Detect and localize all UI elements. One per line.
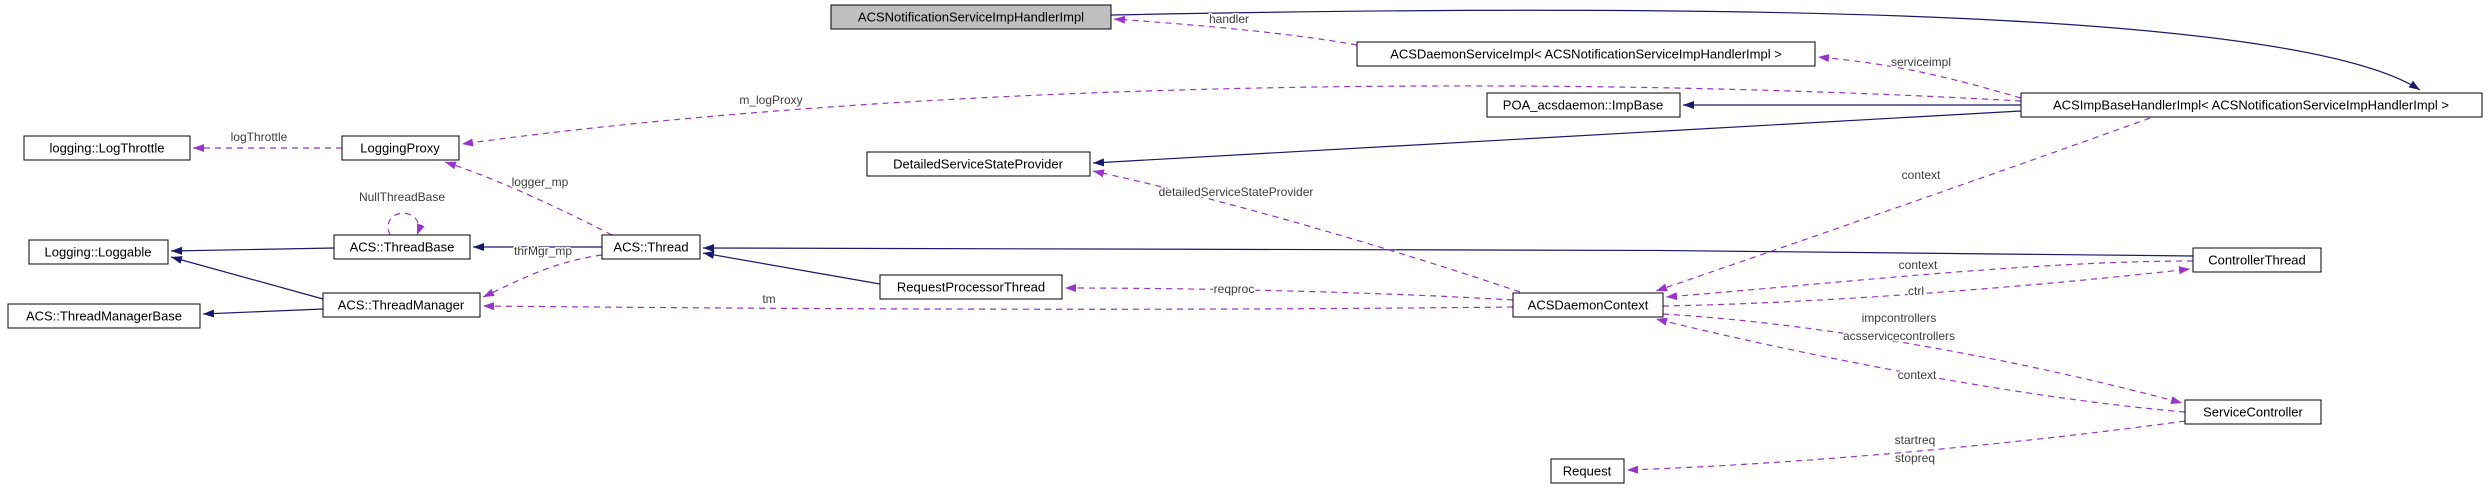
edge-label-thrmgr-mp: thrMgr_mp bbox=[514, 244, 572, 258]
edge-usage-detailedservicestateprovider bbox=[1092, 169, 1521, 293]
edge-inherit-threadmanager-to-loggable bbox=[170, 256, 324, 300]
edge-inherit-main-to-impbasehandler bbox=[1110, 9, 2421, 91]
node-detailedservicestateprovider[interactable]: DetailedServiceStateProvider bbox=[866, 151, 1091, 177]
node-loggingproxy-box[interactable] bbox=[341, 135, 460, 161]
node-acsdaemonserviceimpl[interactable]: ACSDaemonServiceImpl< ACSNotificationSer… bbox=[1356, 41, 1816, 67]
node-controllerthread-label: ControllerThread bbox=[2208, 253, 2306, 268]
node-main: ACSNotificationServiceImpHandlerImpl bbox=[830, 4, 1112, 30]
node-acsdaemonserviceimpl-box[interactable] bbox=[1356, 41, 1816, 67]
node-acsimpbasehandlerimpl-label: ACSImpBaseHandlerImpl< ACSNotificationSe… bbox=[2053, 98, 2449, 113]
node-logging-logthrottle[interactable]: logging::LogThrottle bbox=[23, 135, 191, 161]
node-logging-loggable-label: Logging::Loggable bbox=[45, 245, 152, 260]
usage-edges bbox=[193, 15, 2194, 474]
node-acs-thread[interactable]: ACS::Thread bbox=[601, 234, 701, 260]
edge-usage-context-servicecontroller bbox=[1655, 317, 2186, 413]
edge-label-context-bottom: context bbox=[1898, 368, 1937, 382]
edge-label-nullthreadbase: NullThreadBase bbox=[359, 190, 445, 204]
node-main-box bbox=[830, 4, 1112, 30]
node-acs-threadbase-label: ACS::ThreadBase bbox=[350, 240, 455, 255]
nodes: ACSNotificationServiceImpHandlerImpl ACS… bbox=[7, 4, 2483, 484]
node-acsdaemoncontext[interactable]: ACSDaemonContext bbox=[1512, 292, 1664, 318]
node-request[interactable]: Request bbox=[1550, 458, 1625, 484]
node-acsimpbasehandlerimpl[interactable]: ACSImpBaseHandlerImpl< ACSNotificationSe… bbox=[2020, 92, 2483, 118]
edge-usage-m-logproxy bbox=[461, 85, 2022, 147]
node-acsdaemoncontext-label: ACSDaemonContext bbox=[1528, 298, 1649, 313]
node-detailedservicestateprovider-label: DetailedServiceStateProvider bbox=[893, 157, 1063, 172]
node-detailedservicestateprovider-box[interactable] bbox=[866, 151, 1091, 177]
node-logging-loggable-box[interactable] bbox=[28, 239, 169, 265]
node-logging-loggable[interactable]: Logging::Loggable bbox=[28, 239, 169, 265]
edge-label-context-top: context bbox=[1902, 168, 1941, 182]
node-acsdaemoncontext-box[interactable] bbox=[1512, 292, 1664, 318]
node-controllerthread-box[interactable] bbox=[2192, 247, 2322, 273]
edge-label-tm: tm bbox=[762, 292, 775, 306]
node-servicecontroller-box[interactable] bbox=[2184, 399, 2322, 425]
node-loggingproxy[interactable]: LoggingProxy bbox=[341, 135, 460, 161]
edge-inherit-controllerthread-to-thread bbox=[702, 243, 2194, 257]
edge-inherit-threadmanager-to-threadmanagerbase bbox=[202, 308, 324, 318]
node-acs-threadbase[interactable]: ACS::ThreadBase bbox=[333, 234, 471, 260]
edge-label-detailedservicestateprovider: detailedServiceStateProvider bbox=[1159, 185, 1314, 199]
edge-usage-impcontrollers bbox=[1662, 313, 2183, 404]
edge-label-context-mid: context bbox=[1899, 258, 1938, 272]
node-servicecontroller[interactable]: ServiceController bbox=[2184, 399, 2322, 425]
edge-label-stopreq: stopreq bbox=[1895, 451, 1935, 465]
node-poa-acsdaemon-impbase[interactable]: POA_acsdaemon::ImpBase bbox=[1486, 92, 1681, 118]
edge-usage-tm bbox=[482, 302, 1514, 311]
node-requestprocessorthread-box[interactable] bbox=[879, 274, 1063, 300]
node-request-label: Request bbox=[1563, 464, 1612, 479]
edge-label-acsservicecontrollers: acsservicecontrollers bbox=[1843, 329, 1955, 343]
edge-label-logger-mp: logger_mp bbox=[512, 175, 569, 189]
node-acs-thread-box[interactable] bbox=[601, 234, 701, 260]
inheritance-edges bbox=[170, 9, 2421, 318]
edge-labels: handler serviceimpl m_logProxy logThrott… bbox=[229, 11, 1956, 467]
node-acs-threadmanagerbase[interactable]: ACS::ThreadManagerBase bbox=[7, 303, 201, 329]
node-request-box[interactable] bbox=[1550, 458, 1625, 484]
node-acs-threadmanagerbase-label: ACS::ThreadManagerBase bbox=[26, 309, 182, 324]
edge-inherit-threadbase-to-loggable bbox=[170, 246, 335, 255]
edge-label-startreq: startreq bbox=[1895, 433, 1936, 447]
node-acs-threadmanager-label: ACS::ThreadManager bbox=[338, 298, 465, 313]
node-logging-logthrottle-label: logging::LogThrottle bbox=[50, 141, 165, 156]
node-requestprocessorthread[interactable]: RequestProcessorThread bbox=[879, 274, 1063, 300]
node-acsimpbasehandlerimpl-box[interactable] bbox=[2020, 92, 2483, 118]
edge-usage-logger-mp bbox=[444, 161, 613, 236]
node-main-label: ACSNotificationServiceImpHandlerImpl bbox=[858, 10, 1084, 25]
node-controllerthread[interactable]: ControllerThread bbox=[2192, 247, 2322, 273]
edge-usage-thrmgr-mp bbox=[482, 254, 603, 298]
node-requestprocessorthread-label: RequestProcessorThread bbox=[897, 280, 1045, 295]
node-servicecontroller-label: ServiceController bbox=[2203, 405, 2303, 420]
edge-label-impcontrollers: impcontrollers bbox=[1862, 311, 1937, 325]
node-acs-threadmanagerbase-box[interactable] bbox=[7, 303, 201, 329]
edge-usage-serviceimpl bbox=[1817, 54, 2022, 99]
edge-label-serviceimpl: serviceimpl bbox=[1891, 55, 1951, 69]
edge-usage-handler bbox=[1113, 15, 1358, 46]
edge-label-handler: handler bbox=[1209, 12, 1249, 26]
edge-usage-nullthreadbase-selfloop bbox=[387, 212, 425, 236]
node-acsdaemonserviceimpl-label: ACSDaemonServiceImpl< ACSNotificationSer… bbox=[1390, 47, 1782, 62]
edge-usage-reqproc bbox=[1064, 284, 1514, 301]
edge-label-ctrl: ctrl bbox=[1908, 284, 1924, 298]
edge-inherit-requestprocessorthread-to-thread bbox=[702, 250, 881, 285]
edge-usage-context-controllerthread bbox=[1665, 260, 2194, 301]
edge-label-logthrottle: logThrottle bbox=[231, 130, 288, 144]
edge-usage-ctrl bbox=[1662, 266, 2191, 307]
node-loggingproxy-label: LoggingProxy bbox=[360, 141, 440, 156]
node-logging-logthrottle-box[interactable] bbox=[23, 135, 191, 161]
node-poa-acsdaemon-impbase-box[interactable] bbox=[1486, 92, 1681, 118]
node-acs-threadmanager[interactable]: ACS::ThreadManager bbox=[322, 292, 481, 318]
node-acs-thread-label: ACS::Thread bbox=[613, 240, 688, 255]
edge-label-m-logproxy: m_logProxy bbox=[739, 93, 802, 107]
edge-inherit-impbasehandler-to-detailedservicestateprovider bbox=[1092, 110, 2022, 167]
node-acs-threadbase-box[interactable] bbox=[333, 234, 471, 260]
edge-label-reqproc: reqproc bbox=[1214, 282, 1255, 296]
edge-usage-startreq-stopreq bbox=[1626, 420, 2186, 474]
node-acs-threadmanager-box[interactable] bbox=[322, 292, 481, 318]
node-poa-acsdaemon-impbase-label: POA_acsdaemon::ImpBase bbox=[1503, 98, 1663, 113]
